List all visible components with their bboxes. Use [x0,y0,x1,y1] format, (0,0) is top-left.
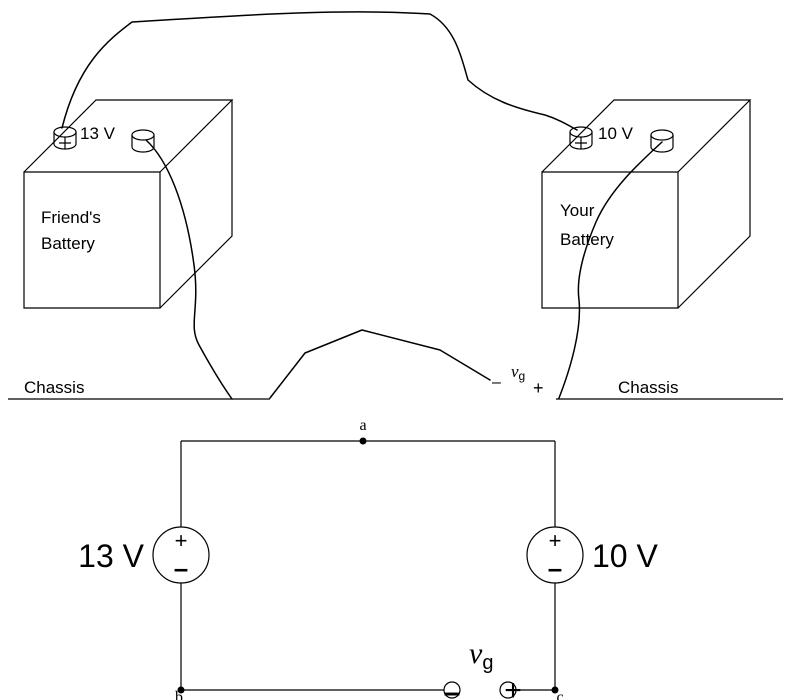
node-c-dot [551,686,559,694]
node-a-label: a [359,417,366,434]
friend-battery-label-line2: Battery [41,234,95,253]
vg-terminal-minus [443,681,461,699]
left-source-minus: – [174,553,188,583]
your-battery-minus-terminal [650,129,674,153]
node-b-label: b [175,689,183,700]
node-a-dot [359,437,367,445]
right-source-minus: – [548,553,562,583]
your-battery-plus-terminal [569,126,593,150]
pictorial-vg-label: vg [511,362,525,383]
friend-battery-minus-terminal [131,129,155,153]
left-source-value: 13 V [78,538,144,574]
loose-cable [269,329,491,399]
schematic-vg-plus: + [504,674,522,700]
right-source-value: 10 V [592,538,658,574]
friend-negative-to-chassis-wire [145,139,233,400]
friend-battery-plus-terminal [53,126,77,150]
left-source-plus: + [175,528,188,553]
your-battery [541,99,752,309]
your-battery-label-line1: Your [560,201,595,220]
pictorial-vg-plus: + [533,378,544,398]
schematic-vg-minus: – [444,676,461,700]
vg-terminal-plus [499,681,517,699]
your-battery-voltage: 10 V [598,124,634,143]
chassis-label-left: Chassis [24,378,84,397]
friend-battery-label-line1: Friend's [41,208,101,227]
friend-battery-voltage: 13 V [80,124,116,143]
right-voltage-source [526,526,584,584]
right-source-plus: + [549,528,562,553]
left-voltage-source [152,526,210,584]
your-negative-to-chassis-wire [558,141,663,399]
schematic-vg-label: vg [469,637,493,674]
node-b-dot [177,686,185,694]
friend-battery [23,99,234,309]
chassis-label-right: Chassis [618,378,678,397]
node-c-label: c [556,689,563,700]
pictorial-vg-minus: – [492,374,501,391]
your-battery-label-line2: Battery [560,230,614,249]
jumper-cable-positive [61,11,578,131]
